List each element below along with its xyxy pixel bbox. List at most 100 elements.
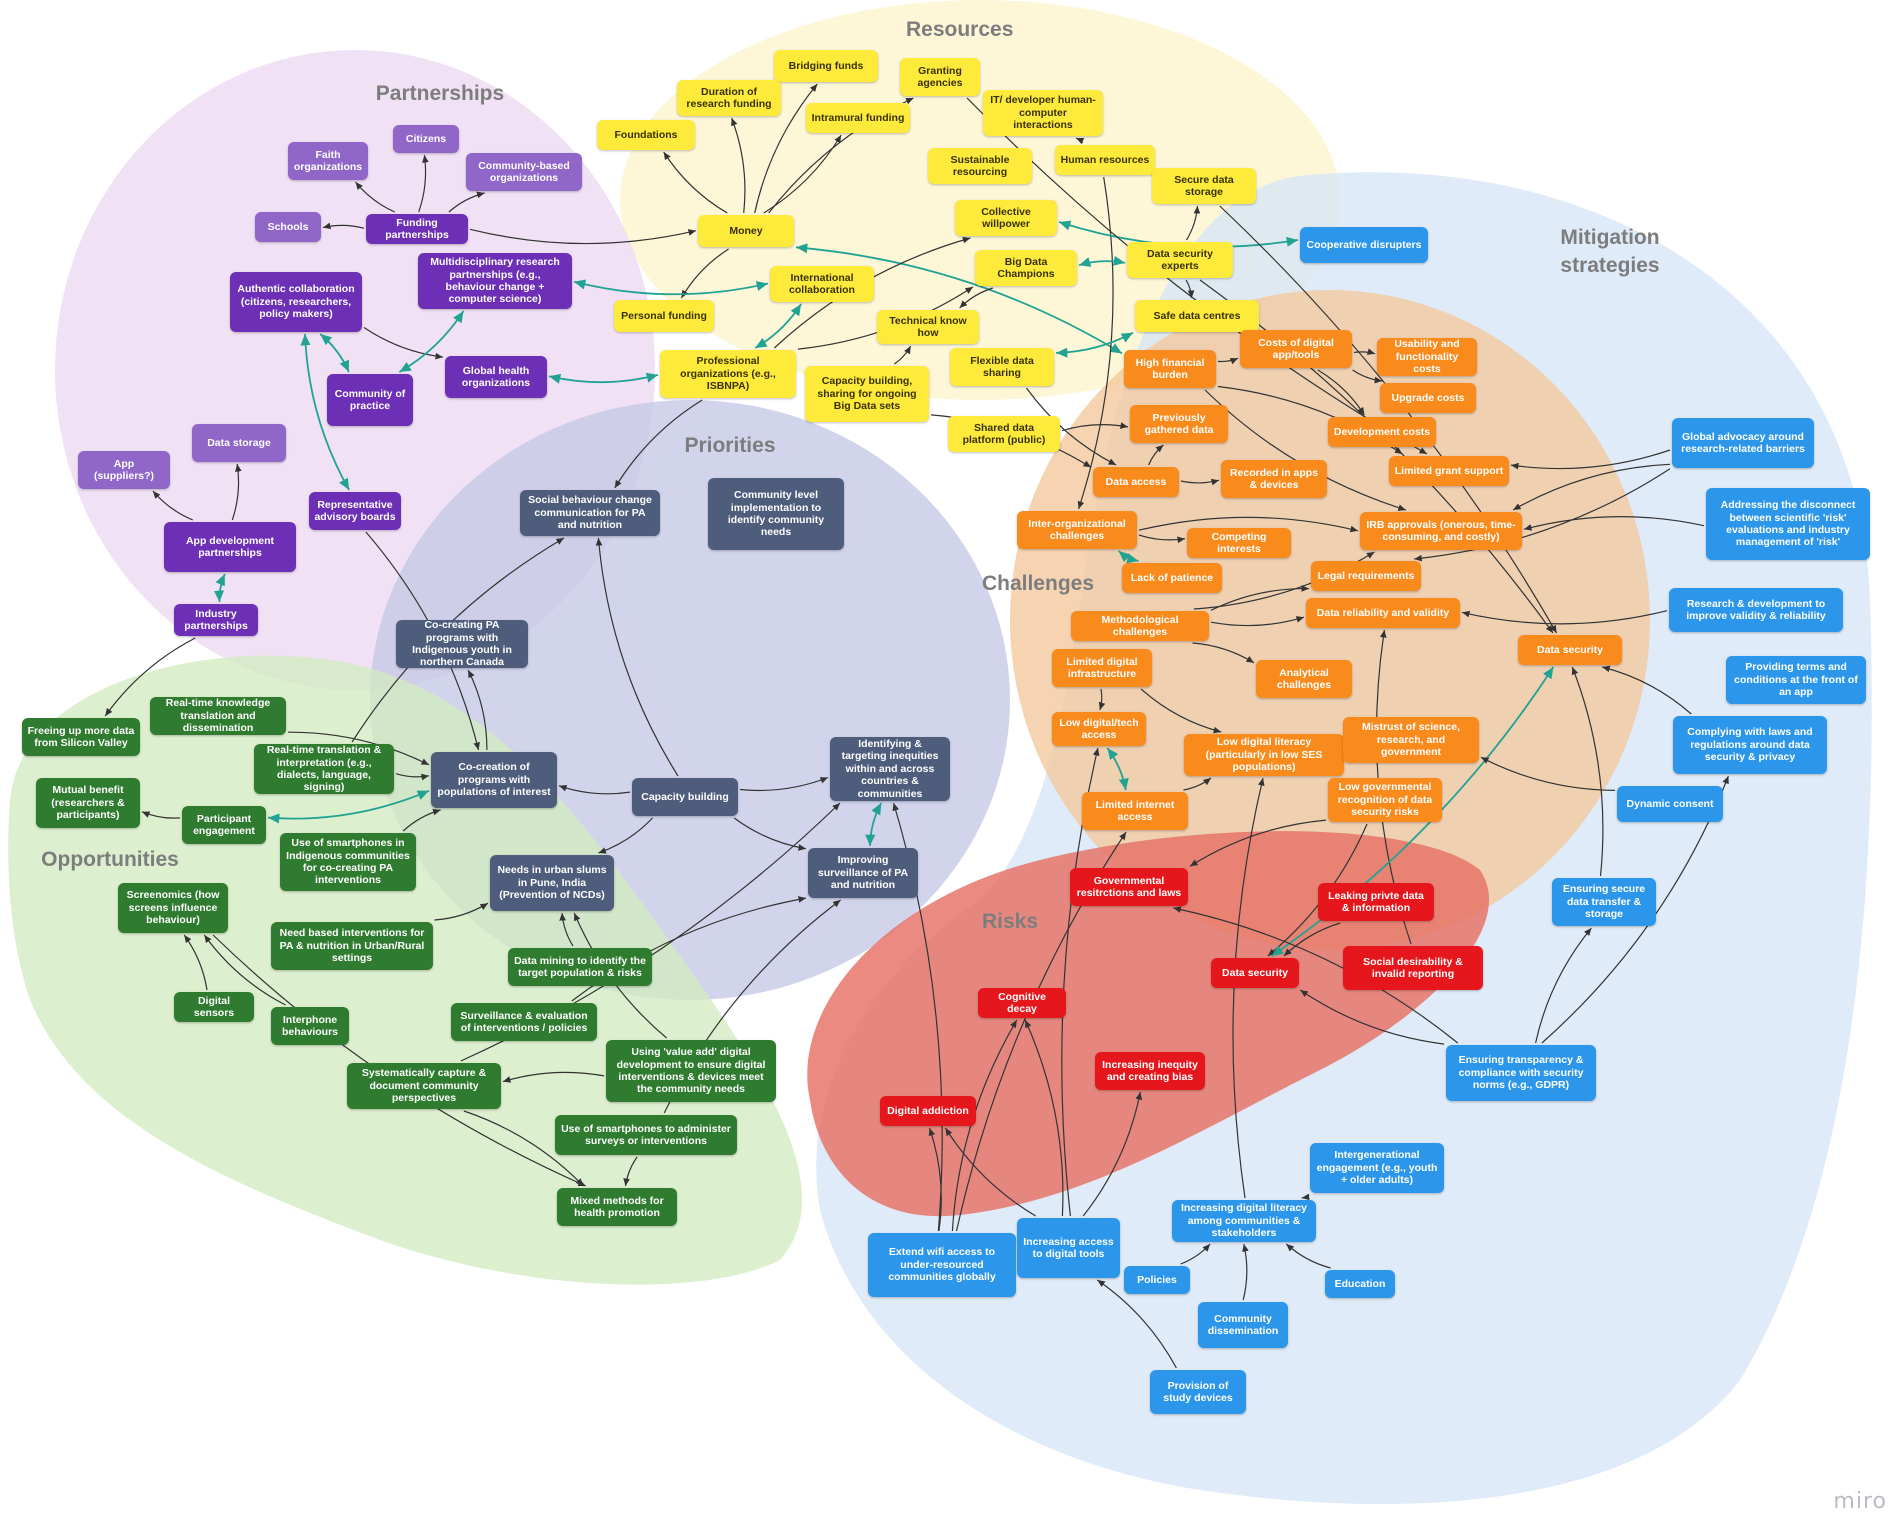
node-inter-org-challenges[interactable]: Inter-organizational challenges: [1017, 511, 1137, 549]
node-high-financial-burden[interactable]: High financial burden: [1124, 350, 1216, 388]
node-global-health-orgs[interactable]: Global health organizations: [445, 356, 547, 398]
node-increasing-inequity[interactable]: Increasing inequity and creating bias: [1095, 1052, 1205, 1090]
node-safe-data-centres[interactable]: Safe data centres: [1135, 300, 1259, 332]
node-global-advocacy[interactable]: Global advocacy around research-related …: [1672, 418, 1814, 468]
node-low-gov-recognition[interactable]: Low governmental recognition of data sec…: [1328, 778, 1442, 822]
node-providing-terms[interactable]: Providing terms and conditions at the fr…: [1726, 656, 1866, 704]
node-participant-engagement[interactable]: Participant engagement: [182, 806, 266, 844]
node-app-suppliers[interactable]: App (suppliers?): [78, 451, 170, 489]
node-usability-costs[interactable]: Usability and functionality costs: [1377, 338, 1477, 376]
node-value-add[interactable]: Using 'value add' digital development to…: [606, 1040, 776, 1102]
node-data-security-challenge[interactable]: Data security: [1518, 635, 1622, 665]
node-interphone[interactable]: Interphone behaviours: [271, 1007, 349, 1045]
node-representative-boards[interactable]: Representative advisory boards: [309, 492, 401, 530]
node-analytical-challenges[interactable]: Analytical challenges: [1256, 660, 1352, 698]
node-authentic-collaboration[interactable]: Authentic collaboration (citizens, resea…: [230, 272, 362, 332]
node-ensuring-transparency[interactable]: Ensuring transparency & compliance with …: [1446, 1045, 1596, 1101]
node-mistrust-science[interactable]: Mistrust of science, research, and gover…: [1343, 717, 1479, 763]
node-shared-data-platform[interactable]: Shared data platform (public): [948, 416, 1060, 452]
node-personal-funding[interactable]: Personal funding: [614, 300, 714, 332]
node-faith-orgs[interactable]: Faith organizations: [288, 142, 368, 180]
node-irb-approvals[interactable]: IRB approvals (onerous, time-consuming, …: [1360, 512, 1522, 550]
node-data-mining[interactable]: Data mining to identify the target popul…: [508, 948, 652, 986]
node-data-security-risk[interactable]: Data security: [1211, 958, 1299, 988]
node-international-collaboration[interactable]: International collaboration: [770, 266, 874, 302]
node-cocreation-programs[interactable]: Co-creation of programs with populations…: [431, 752, 557, 808]
node-social-behaviour-change[interactable]: Social behaviour change communication fo…: [520, 490, 660, 536]
node-human-resources[interactable]: Human resources: [1055, 145, 1155, 175]
node-freeing-data[interactable]: Freeing up more data from Silicon Valley: [22, 718, 140, 756]
node-capacity-building-big[interactable]: Capacity building, sharing for ongoing B…: [805, 366, 929, 422]
node-community-level[interactable]: Community level implementation to identi…: [708, 478, 844, 550]
node-upgrade-costs[interactable]: Upgrade costs: [1380, 383, 1476, 413]
node-limited-internet[interactable]: Limited internet access: [1082, 792, 1188, 830]
node-leaking-data[interactable]: Leaking privte data & information: [1318, 883, 1434, 921]
node-community-practice[interactable]: Community of practice: [327, 374, 413, 426]
node-low-digital-literacy[interactable]: Low digital literacy (particularly in lo…: [1184, 734, 1344, 776]
node-realtime-knowledge[interactable]: Real-time knowledge translation and diss…: [150, 697, 286, 735]
node-cognitive-decay[interactable]: Cognitive decay: [978, 988, 1066, 1018]
node-cooperative-disrupters[interactable]: Cooperative disrupters: [1300, 227, 1428, 263]
node-schools[interactable]: Schools: [255, 212, 321, 242]
node-flexible-data-sharing[interactable]: Flexible data sharing: [950, 348, 1054, 386]
node-intramural-funding[interactable]: Intramural funding: [806, 103, 910, 133]
node-citizens[interactable]: Citizens: [393, 125, 459, 153]
node-mixed-methods[interactable]: Mixed methods for health promotion: [557, 1188, 677, 1226]
node-limited-grant[interactable]: Limited grant support: [1389, 456, 1509, 486]
node-community-based[interactable]: Community-based organizations: [466, 153, 582, 191]
node-limited-digital-infra[interactable]: Limited digital infrastructure: [1052, 649, 1152, 687]
node-competing-interests[interactable]: Competing interests: [1187, 528, 1291, 558]
node-intergenerational[interactable]: Intergenerational engagement (e.g., yout…: [1310, 1143, 1444, 1193]
node-needs-urban-slums[interactable]: Needs in urban slums in Pune, India (Pre…: [490, 855, 614, 911]
node-screenomics[interactable]: Screenomics (how screens influence behav…: [118, 883, 228, 933]
node-multidisciplinary[interactable]: Multidisciplinary research partnerships …: [418, 253, 572, 309]
node-duration-funding[interactable]: Duration of research funding: [677, 80, 781, 116]
node-it-developer[interactable]: IT/ developer human-computer interaction…: [983, 90, 1103, 136]
node-increasing-access[interactable]: Increasing access to digital tools: [1017, 1218, 1120, 1278]
node-surveillance-evaluation[interactable]: Surveillance & evaluation of interventio…: [451, 1003, 597, 1041]
node-money[interactable]: Money: [698, 215, 794, 247]
node-policies[interactable]: Policies: [1124, 1266, 1190, 1294]
node-education[interactable]: Education: [1325, 1270, 1395, 1298]
node-mutual-benefit[interactable]: Mutual benefit (researchers & participan…: [36, 778, 140, 828]
node-social-desirability[interactable]: Social desirability & invalid reporting: [1343, 946, 1483, 990]
node-lack-patience[interactable]: Lack of patience: [1122, 563, 1222, 593]
node-research-development[interactable]: Research & development to improve validi…: [1669, 588, 1843, 632]
node-low-digital-access[interactable]: Low digital/tech access: [1052, 712, 1146, 746]
node-data-access[interactable]: Data access: [1093, 467, 1179, 497]
node-funding-partnerships[interactable]: Funding partnerships: [366, 214, 468, 244]
node-data-security-experts[interactable]: Data security experts: [1127, 242, 1233, 278]
node-complying-laws[interactable]: Complying with laws and regulations arou…: [1673, 716, 1827, 774]
node-development-costs[interactable]: Development costs: [1328, 417, 1436, 447]
node-granting-agencies[interactable]: Granting agencies: [900, 58, 980, 96]
node-sustainable-resourcing[interactable]: Sustainable resourcing: [928, 148, 1032, 184]
node-cocreating-indigenous[interactable]: Co-creating PA programs with Indigenous …: [396, 620, 528, 668]
node-smartphones-indigenous[interactable]: Use of smartphones in Indigenous communi…: [280, 833, 416, 891]
node-extend-wifi[interactable]: Extend wifi access to under-resourced co…: [868, 1233, 1016, 1297]
node-app-dev-partnerships[interactable]: App development partnerships: [164, 522, 296, 572]
node-digital-addiction[interactable]: Digital addiction: [880, 1096, 976, 1126]
node-addressing-disconnect[interactable]: Addressing the disconnect between scient…: [1706, 488, 1870, 560]
node-smartphones-surveys[interactable]: Use of smartphones to administer surveys…: [555, 1115, 737, 1155]
node-dynamic-consent[interactable]: Dynamic consent: [1617, 786, 1723, 822]
node-foundations[interactable]: Foundations: [597, 120, 695, 150]
node-secure-data-storage[interactable]: Secure data storage: [1152, 168, 1256, 204]
node-technical-knowhow[interactable]: Technical know how: [877, 310, 979, 344]
node-identifying-targeting[interactable]: Identifying & targeting inequities withi…: [830, 737, 950, 801]
node-data-reliability[interactable]: Data reliability and validity: [1306, 598, 1460, 628]
node-community-dissemination[interactable]: Community dissemination: [1198, 1302, 1288, 1348]
node-increasing-digital-literacy[interactable]: Increasing digital literacy among commun…: [1172, 1200, 1316, 1242]
node-industry-partnerships[interactable]: Industry partnerships: [174, 604, 258, 636]
node-collective-willpower[interactable]: Collective willpower: [955, 200, 1057, 236]
node-methodological-challenges[interactable]: Methodological challenges: [1071, 611, 1209, 641]
node-data-storage[interactable]: Data storage: [192, 424, 286, 462]
node-capacity-building[interactable]: Capacity building: [632, 778, 738, 816]
node-bridging-funds[interactable]: Bridging funds: [774, 50, 878, 82]
node-digital-sensors[interactable]: Digital sensors: [174, 992, 254, 1022]
node-professional-orgs[interactable]: Professional organizations (e.g., ISBNPA…: [660, 350, 796, 398]
node-gov-restrictions[interactable]: Governmental resitrctions and laws: [1070, 868, 1188, 906]
node-previously-gathered[interactable]: Previously gathered data: [1130, 405, 1228, 443]
node-costs-digital-app[interactable]: Costs of digital app/tools: [1240, 330, 1352, 368]
node-systematically-capture[interactable]: Systematically capture & document commun…: [347, 1063, 501, 1109]
node-legal-requirements[interactable]: Legal requirements: [1311, 561, 1421, 591]
